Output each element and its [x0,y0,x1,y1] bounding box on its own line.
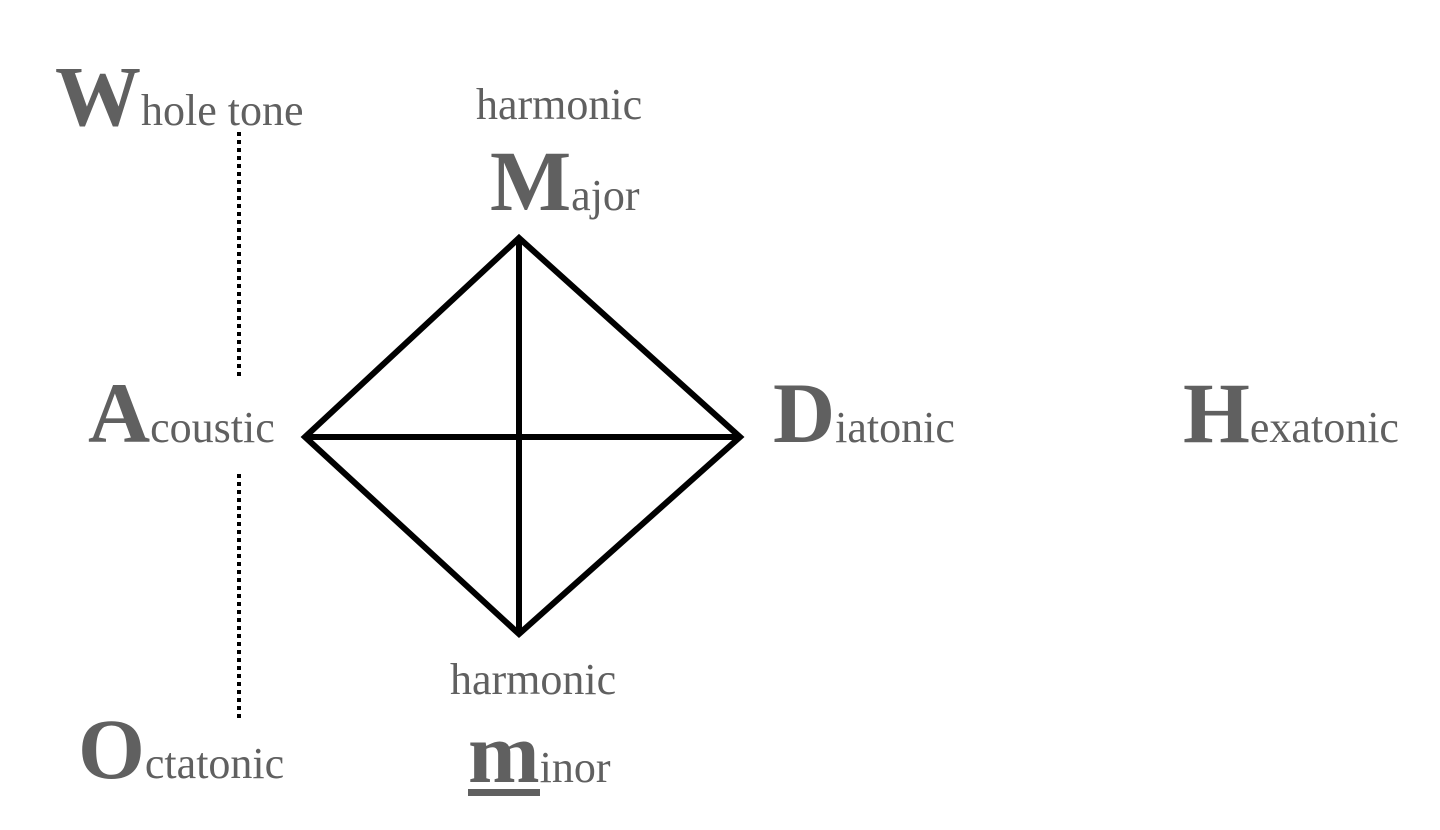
major-prefix: harmonic [476,80,643,129]
rest: ajor [571,171,640,220]
node-minor: minor [468,710,611,811]
rest: ctatonic [144,739,285,788]
node-whole-tone: Whole tone [55,53,304,154]
rest: exatonic [1249,403,1399,452]
node-major: Major [490,138,640,239]
rest: hole tone [141,86,304,135]
node-acoustic: Acoustic [88,370,275,471]
minor-prefix: harmonic [450,655,617,704]
node-hexatonic: Hexatonic [1183,370,1399,471]
initial: A [88,365,151,461]
rest: coustic [150,403,275,452]
initial: O [78,701,145,797]
rest: iatonic [835,403,955,452]
initial: M [490,133,572,229]
rest: inor [539,743,611,792]
initial: H [1183,365,1250,461]
minor-underline [468,789,540,796]
initial: W [55,48,141,144]
node-octatonic: Octatonic [78,706,284,807]
node-diatonic: Diatonic [773,370,955,471]
initial: D [773,365,836,461]
initial: m [468,705,540,801]
